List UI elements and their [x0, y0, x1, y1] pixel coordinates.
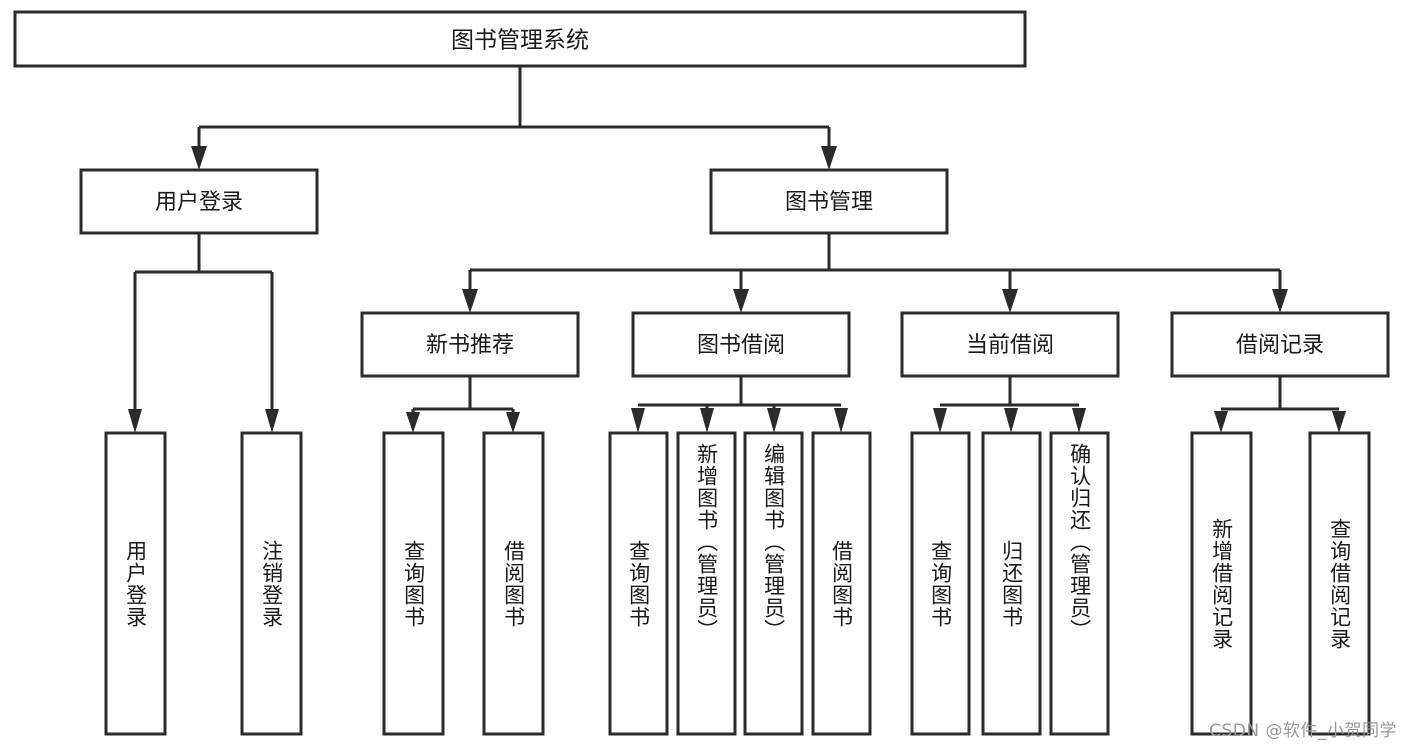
connector-group-root-to-level2: [191, 66, 837, 170]
node-book-management-label: 图书管理: [785, 190, 873, 215]
node-borrow-record[interactable]: 借阅记录: [1170, 311, 1390, 378]
arrow-head-nbr-leaf1: [406, 412, 420, 433]
arrow-head-current-borrow: [1002, 289, 1018, 313]
node-borrow-record-label: 借阅记录: [1236, 333, 1324, 358]
leaf-boxes-group: [104, 431, 1371, 736]
leaf-box-logout[interactable]: [240, 431, 303, 736]
connector-group-current-borrow-to-leaves: [933, 376, 1086, 433]
arrow-head-br-leaf1: [1214, 411, 1228, 433]
leaf-box-borrow-book-bb[interactable]: [811, 431, 872, 736]
leaf-box-borrow-book-nbr[interactable]: [482, 431, 545, 736]
arrow-head-cb-leaf2: [1004, 408, 1018, 433]
arrow-head-br-leaf2: [1332, 411, 1346, 433]
leaf-box-query-book-bb[interactable]: [608, 431, 669, 736]
node-current-borrow[interactable]: 当前借阅: [900, 311, 1120, 378]
arrow-head-bb-leaf2: [700, 408, 714, 433]
connector-group-book-mgmt-to-level3: [462, 233, 1288, 313]
node-book-management[interactable]: 图书管理: [709, 168, 949, 235]
node-new-book-recommend-box[interactable]: [360, 311, 580, 378]
arrow-head-nbr-leaf2: [506, 412, 520, 433]
node-user-login-label: 用户登录: [155, 190, 243, 215]
node-book-management-box[interactable]: [709, 168, 949, 235]
connector-group-user-login-to-leaves: [128, 233, 279, 433]
node-book-borrow-label: 图书借阅: [697, 333, 785, 358]
arrow-head-bb-leaf1: [631, 408, 645, 433]
node-root-label: 图书管理系统: [451, 28, 589, 54]
node-current-borrow-box[interactable]: [900, 311, 1120, 378]
node-root-box[interactable]: [13, 10, 1027, 68]
arrow-head-cb-leaf3: [1072, 408, 1086, 433]
node-current-borrow-label: 当前借阅: [966, 333, 1054, 358]
node-book-borrow-box[interactable]: [631, 311, 851, 378]
arrow-head-new-book-rec: [462, 289, 478, 313]
node-new-book-recommend[interactable]: 新书推荐: [360, 311, 580, 378]
leaf-box-return-book[interactable]: [981, 431, 1042, 736]
arrow-head-borrow-record: [1272, 289, 1288, 313]
node-user-login-box[interactable]: [79, 168, 319, 235]
node-user-login[interactable]: 用户登录: [79, 168, 319, 235]
node-root[interactable]: 图书管理系统: [13, 10, 1027, 68]
arrow-head-cb-leaf1: [933, 408, 947, 433]
arrow-head-leaf-logout: [265, 409, 279, 433]
connector-group-new-book-rec-to-leaves: [406, 376, 520, 433]
connector-group-book-borrow-to-leaves: [631, 376, 848, 433]
arrow-head-user-login: [191, 146, 207, 170]
node-borrow-record-box[interactable]: [1170, 311, 1390, 378]
leaf-box-query-book-cb[interactable]: [910, 431, 971, 736]
connector-group-borrow-record-to-leaves: [1214, 376, 1346, 433]
leaf-box-add-book-admin[interactable]: [676, 431, 737, 736]
leaf-box-add-borrow-record[interactable]: [1190, 431, 1253, 736]
leaf-box-query-borrow-record[interactable]: [1308, 431, 1371, 736]
arrow-head-book-mgmt: [821, 146, 837, 170]
node-book-borrow[interactable]: 图书借阅: [631, 311, 851, 378]
arrow-head-book-borrow: [733, 289, 749, 313]
arrow-head-bb-leaf3: [767, 408, 781, 433]
arrow-head-bb-leaf4: [834, 408, 848, 433]
csdn-watermark: CSDN @软件_小贺同学: [1209, 721, 1397, 741]
leaf-box-query-book-nbr[interactable]: [382, 431, 445, 736]
node-new-book-recommend-label: 新书推荐: [426, 333, 514, 358]
leaf-box-edit-book-admin[interactable]: [743, 431, 804, 736]
leaf-box-confirm-return-admin[interactable]: [1049, 431, 1110, 736]
leaf-box-user-login[interactable]: [104, 431, 167, 736]
arrow-head-leaf-user-login: [128, 409, 142, 433]
